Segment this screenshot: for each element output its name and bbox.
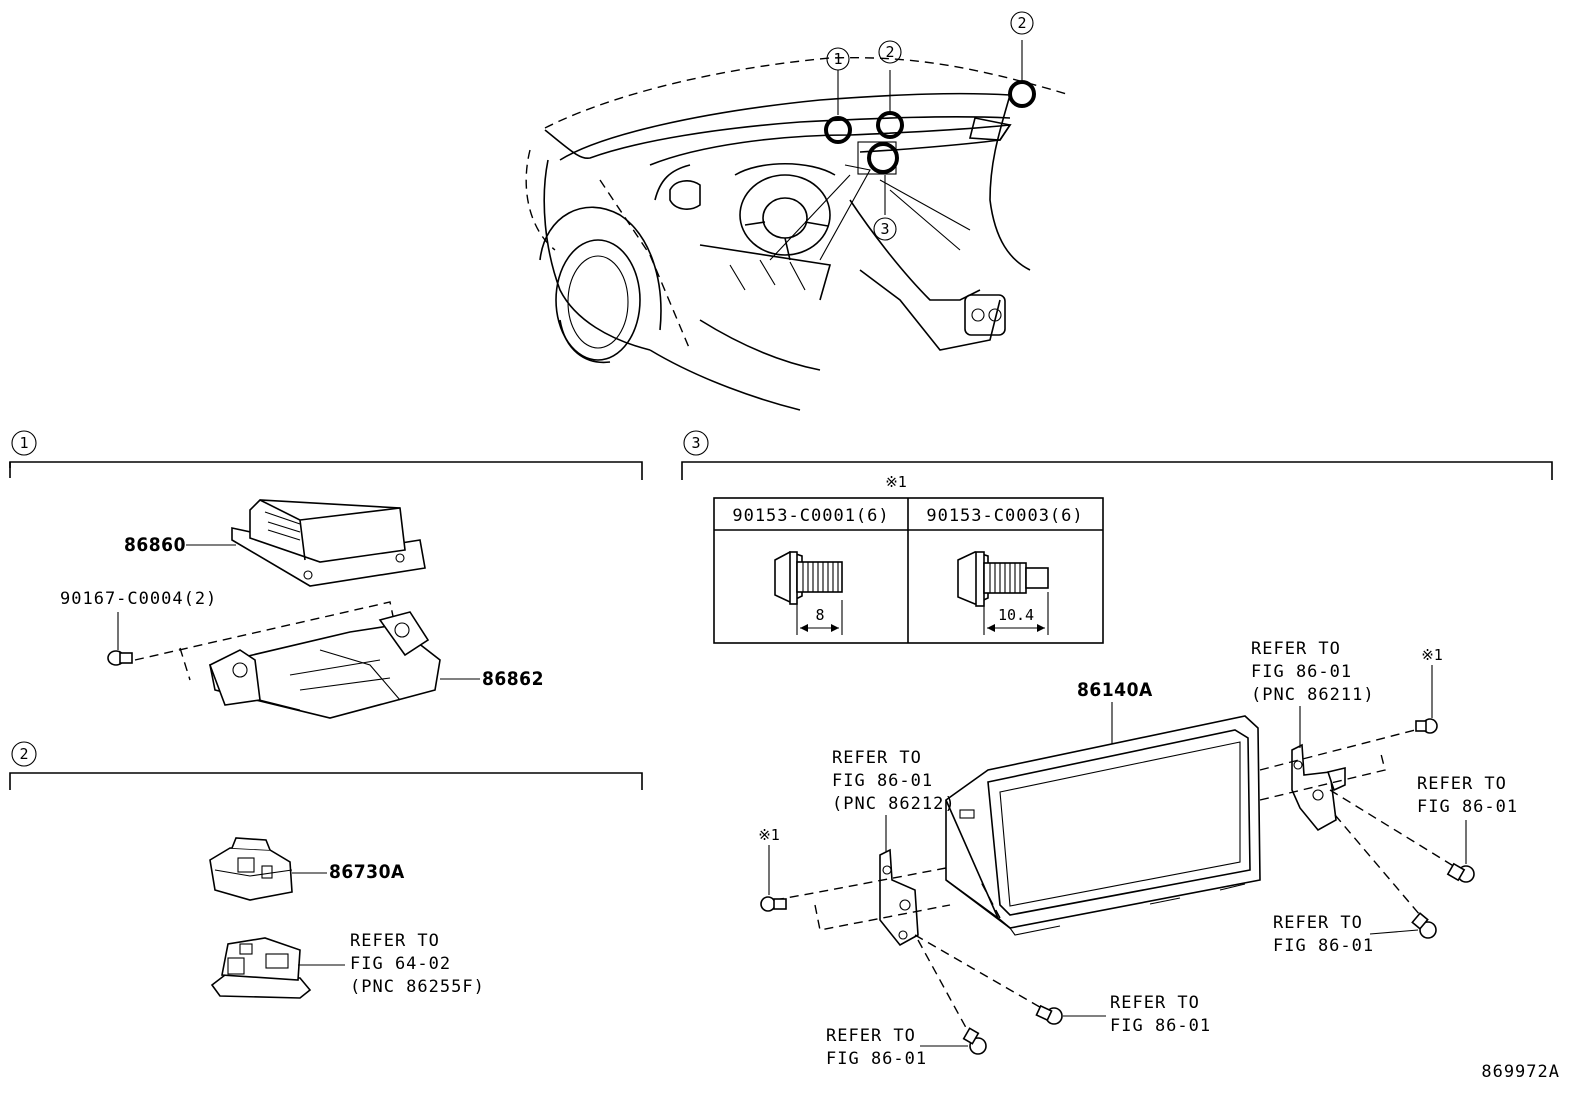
refer-fig-64-02-line1: REFER TO [350, 931, 440, 951]
fastener-table: 90153-C0001(6) 90153-C0003(6) 8 [713, 497, 1104, 644]
part-86862-label: 86862 [482, 668, 544, 690]
figure-id: 869972A [1481, 1062, 1560, 1082]
bolt-bottom-mid-refer [1035, 1004, 1063, 1025]
refer-bottom-left-line2: FIG 86-01 [826, 1049, 927, 1069]
note-mark-left: ※1 [758, 826, 780, 844]
part-90167-label: 90167-C0004(2) [60, 589, 217, 609]
table-col1-dimension: 8 [815, 606, 824, 624]
section-2-number: 2 [19, 745, 28, 763]
refer-bottom-left-line1: REFER TO [826, 1026, 916, 1046]
left-mounting-bracket-illustration [879, 848, 919, 947]
refer-pnc-86211-line3: (PNC 86211) [1251, 685, 1375, 705]
refer-pnc-86212-line3: (PNC 86212) [832, 794, 956, 814]
refer-pnc-86211-line2: FIG 86-01 [1251, 662, 1352, 682]
section-1: 1 86860 90167-C0004(2) [9, 430, 643, 719]
svg-text:2: 2 [1017, 14, 1026, 32]
switch-86730A-illustration [209, 837, 293, 901]
display-86140A-illustration [945, 715, 1261, 936]
bolt-90153-C0001-illustration: 8 [774, 551, 843, 635]
section-2: 2 86730A REFER TO FIG 64-02 (PNC 86255F) [9, 741, 643, 999]
switch-86255F-illustration [210, 937, 312, 999]
section-3-number: 3 [691, 434, 700, 452]
callout-2-top-right: 2 [1010, 11, 1034, 35]
refer-lower-right-line2: FIG 86-01 [1273, 936, 1374, 956]
bolt-lower-right-refer [1411, 912, 1437, 939]
bolt-right-refer [1446, 862, 1475, 883]
callout-2-top: 2 [878, 40, 902, 64]
refer-pnc-86212-line1: REFER TO [832, 748, 922, 768]
svg-text:3: 3 [880, 220, 889, 238]
bolt-bottom-left-refer [962, 1027, 987, 1055]
vehicle-interior-illustration: 1 2 2 3 [525, 11, 1071, 411]
bracket-illustration [208, 611, 441, 719]
table-col2-header: 90153-C0003(6) [926, 506, 1083, 526]
refer-fig-64-02-line2: FIG 64-02 [350, 954, 451, 974]
airbag-sensor-module-illustration [231, 499, 426, 587]
bolt-90153-C0003-illustration: 10.4 [957, 551, 1049, 635]
part-86140A-label: 86140A [1077, 679, 1153, 701]
callout-1-top: 1 [826, 47, 850, 71]
bolt-right-note1 [1415, 718, 1438, 734]
refer-pnc-86212-line2: FIG 86-01 [832, 771, 933, 791]
section-3: 3 ※1 90153-C0001(6) 90153-C0003(6) 8 [681, 430, 1553, 1069]
bolt-illustration [107, 650, 133, 666]
refer-right-line1: REFER TO [1417, 774, 1507, 794]
callout-3-top: 3 [873, 217, 897, 241]
table-col2-dimension: 10.4 [998, 606, 1034, 624]
refer-pnc-86211-line1: REFER TO [1251, 639, 1341, 659]
bolt-left-note1 [760, 896, 787, 912]
svg-text:1: 1 [833, 50, 842, 68]
refer-right-line2: FIG 86-01 [1417, 797, 1518, 817]
refer-lower-right-line1: REFER TO [1273, 913, 1363, 933]
part-86730A-label: 86730A [329, 861, 405, 883]
table-note-mark: ※1 [885, 473, 907, 491]
table-col1-header: 90153-C0001(6) [732, 506, 889, 526]
note-mark-right: ※1 [1421, 646, 1443, 664]
refer-fig-64-02-line3: (PNC 86255F) [350, 977, 485, 997]
section-1-number: 1 [19, 434, 28, 452]
part-86860-label: 86860 [124, 534, 186, 556]
right-mounting-bracket-illustration [1291, 743, 1346, 832]
refer-bottom-mid-line2: FIG 86-01 [1110, 1016, 1211, 1036]
refer-bottom-mid-line1: REFER TO [1110, 993, 1200, 1013]
svg-text:2: 2 [885, 43, 894, 61]
